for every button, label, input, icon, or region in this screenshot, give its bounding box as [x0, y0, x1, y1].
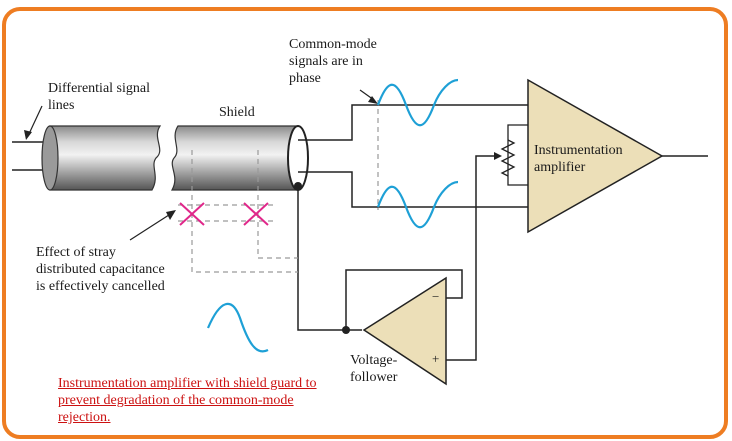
instrumentation-amplifier: [527, 78, 664, 234]
follower-output-node: [342, 326, 350, 334]
stray-label-pointer: [129, 212, 173, 241]
conductor-bottom: [298, 171, 528, 208]
gain-resistor: [500, 139, 516, 177]
shield-guard-wire: [297, 186, 362, 331]
differential-label-pointer: [27, 105, 43, 137]
common-mode-arrowhead: [368, 96, 378, 104]
stray-capacitance-label: Effect of stray distributed capacitance …: [36, 245, 165, 294]
shielded-cable-right: [170, 125, 309, 191]
gain-resistor-bracket: [507, 124, 528, 186]
conductor-top: [298, 104, 528, 141]
stray-capacitance-paths: [178, 100, 379, 273]
guard-reference-wire: [446, 155, 500, 361]
shielded-cable-left: [41, 125, 162, 191]
shield-guard-wave: [206, 302, 269, 353]
noninverting-input-sign: +: [432, 351, 440, 366]
inverting-input-sign: −: [432, 289, 440, 304]
voltage-follower-amplifier: [362, 276, 447, 386]
figure-caption: Instrumentation amplifier with shield gu…: [58, 376, 317, 425]
resistor-tap-arrowhead: [494, 152, 502, 160]
voltage-follower-label: Voltage- follower: [350, 353, 398, 385]
common-mode-wave-top: [376, 78, 459, 127]
common-mode-wave-bottom: [376, 180, 459, 229]
differential-arrowhead: [24, 130, 32, 140]
follower-feedback-wire: [345, 269, 463, 330]
common-mode-label: Common-mode signals are in phase: [289, 37, 377, 86]
shield-label: Shield: [219, 105, 255, 120]
instrumentation-amplifier-label: Instrumentation amplifier: [534, 143, 623, 175]
stray-arrowhead: [166, 210, 176, 220]
cable-end-opening: [287, 125, 309, 191]
capacitance-cancel-x-right: [243, 202, 269, 226]
capacitance-cancel-x-left: [179, 202, 205, 226]
differential-label: Differential signal lines: [48, 81, 150, 113]
